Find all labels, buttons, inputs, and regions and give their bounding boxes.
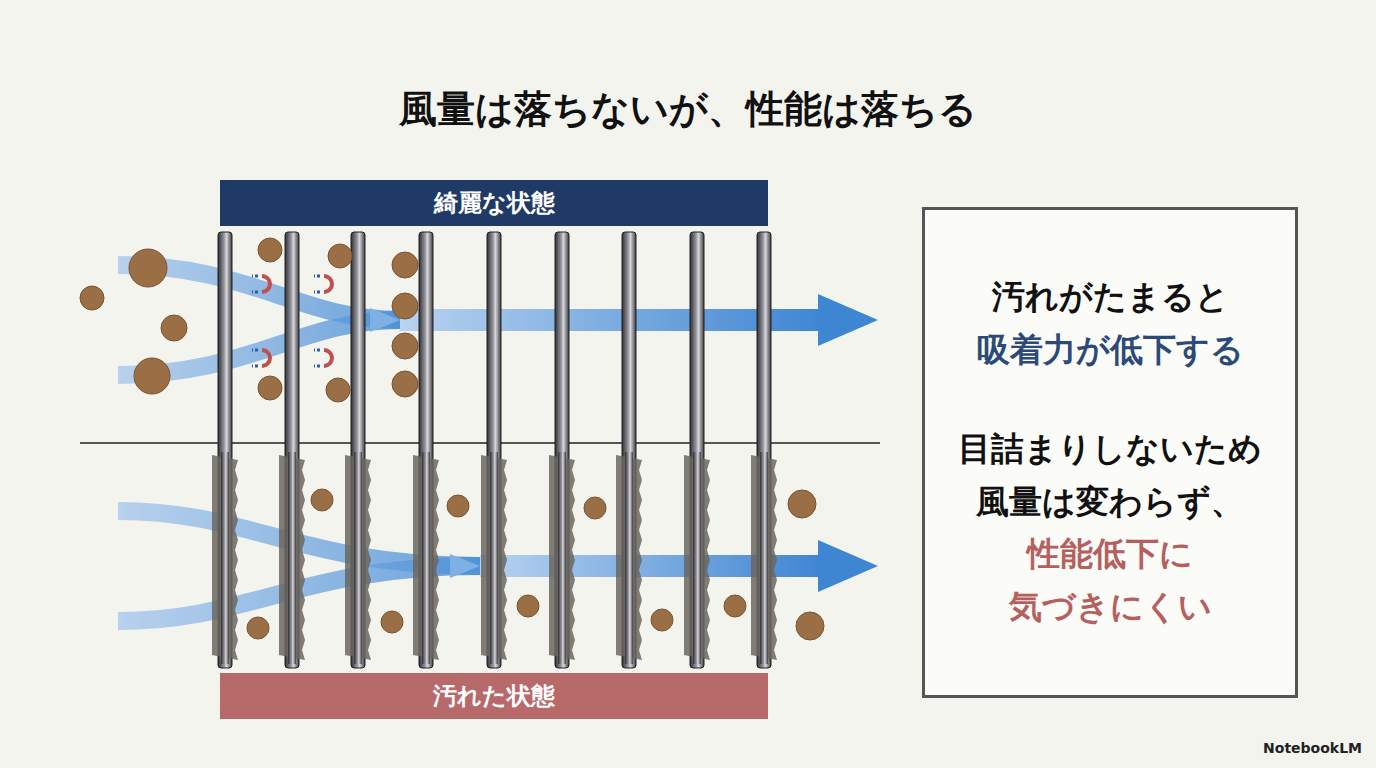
filter-plate-core: [288, 452, 296, 664]
magnet-symbol: [262, 276, 270, 292]
explanation-text: 吸着力が低下する: [945, 324, 1275, 377]
dirt-particle: [381, 611, 403, 633]
inflow-head: [450, 554, 480, 578]
band-label: 綺麗な状態: [434, 187, 555, 219]
filter-plate-core: [490, 452, 498, 664]
dirt-particle: [328, 244, 352, 268]
dirt-particle: [161, 315, 187, 341]
dirt-particle: [392, 252, 418, 278]
slide-title: 風量は落ちないが、性能は落ちる: [0, 84, 1376, 135]
filter-plate-core: [354, 452, 362, 664]
dirt-particle: [247, 617, 269, 639]
dirt-particle: [447, 495, 469, 517]
filter-plate-core: [422, 452, 430, 664]
state-band: 綺麗な状態: [220, 180, 768, 226]
filter-plate-core: [558, 452, 566, 664]
outflow-head: [818, 294, 878, 346]
magnet-symbols: [252, 276, 332, 366]
dirt-particle: [392, 293, 418, 319]
explanation-text: 汚れがたまると: [945, 271, 1275, 324]
magnet-pole: [252, 350, 258, 366]
dirt-particle: [258, 238, 282, 262]
dirt-particle: [796, 612, 824, 640]
explanation-text: 目詰まりしないため 風量は変わらず、: [945, 423, 1275, 529]
dirt-particle: [326, 378, 350, 402]
dirt-particles: [80, 238, 824, 640]
dirt-particle: [129, 249, 167, 287]
dirt-particle: [651, 609, 673, 631]
dirt-particle: [724, 595, 746, 617]
explanation-text: 性能低下に 気づきにくい: [945, 528, 1275, 634]
watermark: NotebookLM: [1263, 740, 1362, 756]
dirt-particle: [517, 595, 539, 617]
dirt-particle: [134, 358, 170, 394]
dirt-particle: [311, 489, 333, 511]
filter-plate-core: [693, 452, 701, 664]
dirt-particle: [788, 490, 816, 518]
magnet-symbol: [324, 276, 332, 292]
magnet-pole: [314, 276, 320, 292]
filter-plates: [212, 232, 777, 668]
filter-plate-core: [221, 452, 229, 664]
filter-plate-core: [625, 452, 633, 664]
outflow-head: [818, 540, 878, 592]
dirt-particle: [392, 371, 418, 397]
explanation-box: 汚れがたまると吸着力が低下する目詰まりしないため 風量は変わらず、性能低下に 気…: [922, 207, 1298, 698]
filter-plate-core: [760, 452, 768, 664]
magnet-pole: [314, 350, 320, 366]
magnet-symbol: [324, 350, 332, 366]
dirt-particle: [80, 286, 104, 310]
magnet-symbol: [262, 350, 270, 366]
dirt-particle: [392, 333, 418, 359]
state-band: 汚れた状態: [220, 673, 768, 719]
band-label: 汚れた状態: [433, 680, 555, 712]
dirt-particle: [584, 497, 606, 519]
magnet-pole: [252, 276, 258, 292]
dirt-particle: [258, 376, 282, 400]
